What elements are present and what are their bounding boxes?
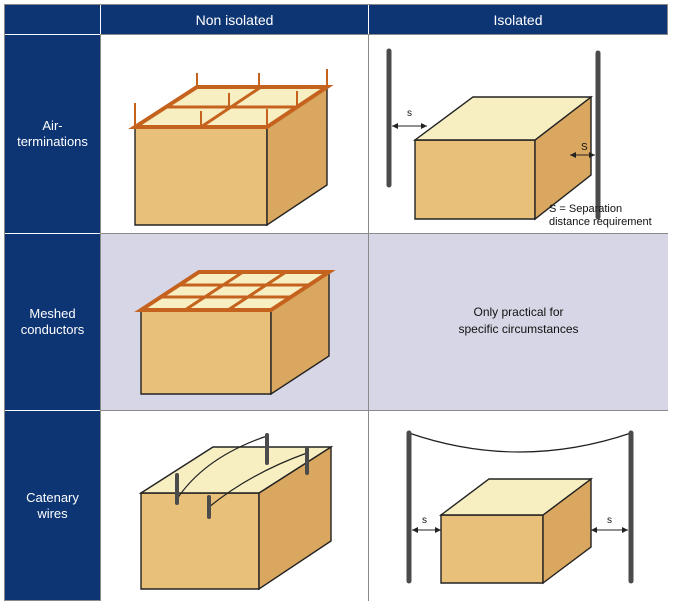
practicality-note: Only practical for specific circumstance…: [458, 305, 579, 336]
cell-catenary-wires-isolated: s s: [368, 410, 668, 601]
separation-legend-line2: distance requirement: [549, 216, 652, 228]
header-corner: [5, 5, 100, 34]
box-with-air-terminations-illustration: [128, 69, 334, 227]
separation-label-left: s: [407, 108, 412, 119]
cell-meshed-conductors-non-isolated: [100, 233, 368, 411]
box-with-roof-catenary-illustration: [138, 433, 334, 591]
separation-legend-line1: S = Separation: [549, 203, 623, 215]
column-header-non-isolated: Non isolated: [101, 5, 368, 34]
separation-label-right-catenary: s: [607, 515, 612, 526]
box-with-isolated-masts-illustration: [386, 48, 601, 221]
box-with-isolated-catenary-illustration: [406, 430, 634, 585]
separation-label-right: S: [581, 142, 588, 153]
cell-air-terminations-isolated: s S S = Separation distance requirement: [368, 34, 668, 234]
comparison-table: Non isolated Isolated Air-terminations M…: [4, 4, 668, 601]
cell-meshed-conductors-isolated: Only practical for specific circumstance…: [368, 233, 668, 411]
separation-label-left-catenary: s: [422, 515, 427, 526]
cell-catenary-wires-non-isolated: [100, 410, 368, 601]
row-label-air-terminations: Air-terminations: [5, 35, 100, 233]
column-header-isolated: Isolated: [369, 5, 667, 34]
box-with-meshed-roof-illustration: [134, 270, 336, 396]
cell-air-terminations-non-isolated: [100, 34, 368, 234]
